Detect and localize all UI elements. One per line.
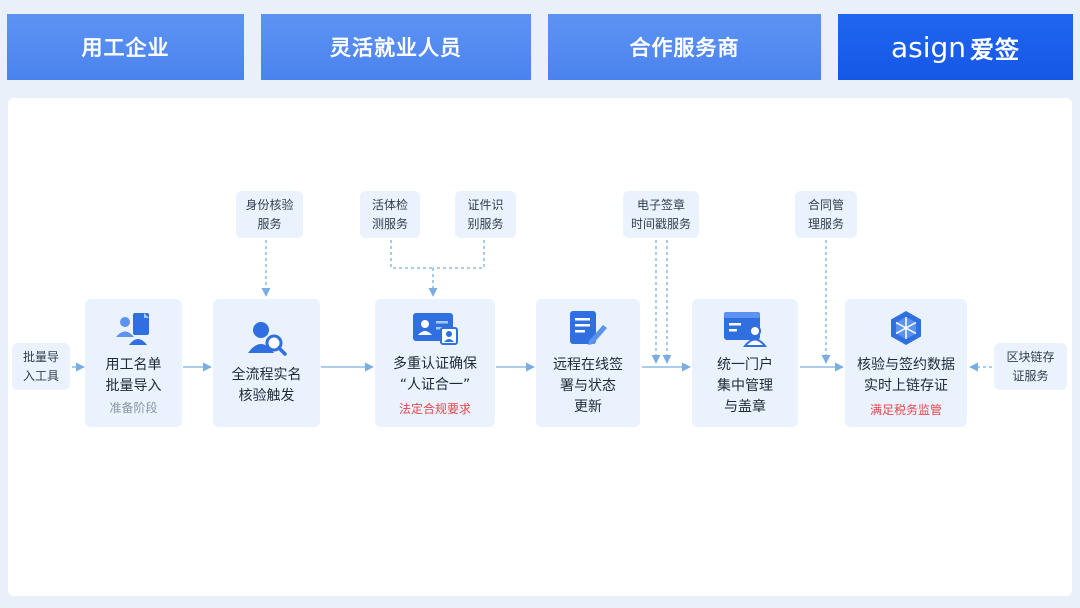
blockchain-cube-icon <box>891 310 921 345</box>
document-sign-icon <box>570 310 607 345</box>
step-unified-portal: 统一门户 集中管理 与盖章 <box>692 299 798 427</box>
step5-line1: 统一门户 <box>717 356 773 373</box>
contract-service-line2: 理服务 <box>807 216 844 231</box>
brand-cn: 爱签 <box>970 35 1021 64</box>
people-list-icon <box>115 312 149 345</box>
step5-line3: 与盖章 <box>724 398 766 415</box>
tab-flexible-workers-label: 灵活就业人员 <box>330 36 462 60</box>
step-batch-import: 用工名单 批量导入 准备阶段 <box>85 299 182 427</box>
step-realname-trigger: 全流程实名 核验触发 <box>213 299 320 427</box>
liveness-service-line1: 活体检 <box>371 197 408 212</box>
idcard-service-line2: 别服务 <box>467 216 504 231</box>
step1-line2: 批量导入 <box>105 377 162 394</box>
tab-flexible-workers[interactable]: 灵活就业人员 <box>261 14 531 80</box>
user-search-icon <box>247 322 287 356</box>
step2-line2: 核验触发 <box>238 388 295 404</box>
batch-import-tool-line1: 批量导 <box>22 349 59 364</box>
identity-service: 身份核验 服务 <box>236 191 303 238</box>
identity-service-line2: 服务 <box>257 216 282 231</box>
tab-partner-label: 合作服务商 <box>629 36 740 60</box>
timestamp-service-line2: 时间戳服务 <box>630 216 691 231</box>
step-multi-auth: 多重认证确保 “人证合一” 法定合规要求 <box>375 299 495 427</box>
step2-line1: 全流程实名 <box>231 367 302 383</box>
timestamp-service: 电子签章 时间戳服务 <box>623 191 699 238</box>
brand-logo: asign 爱签 <box>838 14 1073 80</box>
tab-employer[interactable]: 用工企业 <box>7 14 244 80</box>
step4-line3: 更新 <box>574 398 602 415</box>
blockchain-service-line1: 区块链存 <box>1006 349 1055 364</box>
step1-note: 准备阶段 <box>109 400 158 415</box>
step-remote-sign: 远程在线签 署与状态 更新 <box>536 299 640 427</box>
idcard-service: 证件识 别服务 <box>455 191 516 238</box>
step3-note: 法定合规要求 <box>398 401 471 416</box>
contract-service: 合同管 理服务 <box>795 191 857 238</box>
timestamp-service-line1: 电子签章 <box>636 197 685 212</box>
blockchain-service-line2: 证服务 <box>1012 368 1049 383</box>
brand-word: asign <box>890 30 967 64</box>
tab-partner[interactable]: 合作服务商 <box>548 14 821 80</box>
id-card-icon <box>413 312 458 345</box>
step-blockchain-record: 核验与签约数据 实时上链存证 满足税务监管 <box>845 299 967 427</box>
batch-import-tool-line2: 入工具 <box>22 368 59 383</box>
step4-line1: 远程在线签 <box>553 356 623 373</box>
liveness-service: 活体检 测服务 <box>360 191 420 238</box>
tab-employer-label: 用工企业 <box>81 36 170 60</box>
idcard-service-line1: 证件识 <box>467 197 504 212</box>
step3-line2: “人证合一” <box>399 376 471 393</box>
step6-note: 满足税务监管 <box>869 402 942 417</box>
step4-line2: 署与状态 <box>560 377 616 394</box>
step5-line2: 集中管理 <box>717 377 773 394</box>
identity-service-line1: 身份核验 <box>245 197 294 212</box>
contract-service-line1: 合同管 <box>807 197 844 212</box>
step6-line1: 核验与签约数据 <box>857 356 955 373</box>
step1-line1: 用工名单 <box>105 356 162 373</box>
blockchain-service: 区块链存 证服务 <box>994 343 1067 390</box>
step3-line1: 多重认证确保 <box>393 355 477 372</box>
batch-import-tool: 批量导 入工具 <box>12 343 70 390</box>
portal-user-icon <box>724 311 768 347</box>
liveness-service-line2: 测服务 <box>371 216 408 231</box>
step6-line2: 实时上链存证 <box>864 377 948 394</box>
